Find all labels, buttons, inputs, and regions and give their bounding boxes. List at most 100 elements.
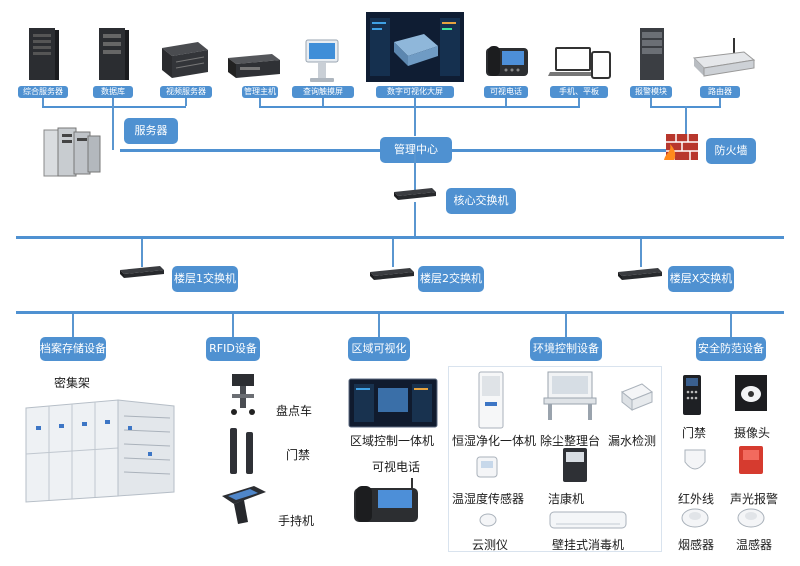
connector-line [392, 239, 394, 267]
connector-line [414, 106, 416, 136]
connector-line [232, 314, 234, 338]
connector-line [650, 98, 652, 106]
device-label-phone-tablet: 手机、平板 [550, 86, 608, 98]
video-server-icon [162, 42, 208, 78]
core-switch-label: 核心交换机 [446, 188, 516, 214]
heat-detector-icon [737, 508, 765, 528]
center-group-bus [259, 106, 580, 108]
device-label-database: 数据库 [93, 86, 133, 98]
category-security: 安全防范设备 [696, 337, 766, 361]
rfid-gate-icon [230, 428, 253, 474]
item-area-control-terminal: 区域控制一体机 [350, 434, 435, 448]
alarm-module-icon [640, 28, 664, 80]
floor-switch-x-label: 楼层X交换机 [668, 266, 734, 292]
video-phone-icon [354, 478, 418, 522]
connector-line [112, 106, 114, 150]
item-inventory-cart: 盘点车 [276, 404, 313, 418]
connector-line [414, 152, 416, 192]
connector-line [578, 98, 580, 106]
floor-switch-2-icon [370, 268, 414, 280]
device-label-router: 路由器 [700, 86, 740, 98]
connector-line [719, 98, 721, 106]
floor-switch-x-icon [618, 268, 662, 280]
item-humidity-purifier: 恒湿净化一体机 [452, 434, 537, 448]
item-camera: 摄像头 [734, 426, 771, 440]
server-cluster-icon [43, 127, 101, 177]
connector-line [414, 98, 416, 106]
device-label-query-touchscreen: 查询触摸屏 [292, 86, 354, 98]
smoke-detector-icon [681, 508, 709, 528]
item-water-leak-detection: 漏水检测 [608, 434, 657, 448]
water-leak-detector-icon [621, 383, 653, 412]
compact-shelving-icon [25, 399, 175, 503]
video-phone-icon [486, 46, 528, 76]
dashboard-screen-icon [366, 12, 464, 82]
connector-line [42, 98, 44, 106]
connector-line [505, 98, 507, 106]
item-heat-detector: 温感器 [736, 538, 773, 552]
inventory-cart-icon [231, 374, 255, 415]
item-rfid-gate: 门禁 [286, 448, 311, 462]
area-control-terminal-icon [348, 378, 438, 428]
item-smoke-detector: 烟感器 [678, 538, 715, 552]
item-dust-cleaning-table: 除尘整理台 [540, 434, 601, 448]
connector-line [259, 98, 261, 106]
server-label: 服务器 [124, 118, 178, 144]
category-archive-storage: 档案存储设备 [40, 337, 106, 361]
rack-host-icon [228, 54, 280, 78]
device-label-alarm-module: 报警模块 [630, 86, 672, 98]
floor-switch-1-label: 楼层1交换机 [172, 266, 238, 292]
device-label-data-visualization-screen: 数字可视化大屏 [376, 86, 454, 98]
item-air-cleaner: 洁康机 [548, 492, 585, 506]
floor-switch-1-icon [120, 266, 164, 278]
laptop-tablet-icon [548, 47, 611, 79]
connector-line [141, 239, 143, 267]
item-handheld-reader: 手持机 [278, 514, 315, 528]
item-access-control: 门禁 [682, 426, 707, 440]
temp-humidity-sensor-icon [476, 456, 498, 478]
device-label-video-server: 视频服务器 [160, 86, 212, 98]
core-switch-icon [394, 188, 436, 200]
air-cleaner-icon [563, 448, 587, 482]
floor-switch-2-label: 楼层2交换机 [418, 266, 484, 292]
item-video-phone: 可视电话 [372, 460, 421, 474]
access-control-keypad-icon [683, 375, 701, 415]
firewall-label: 防火墙 [706, 138, 756, 164]
connector-line [112, 98, 114, 106]
device-label-management-host: 管理主机 [242, 86, 278, 98]
item-infrared: 红外线 [678, 492, 715, 506]
item-cloud-meter: 云测仪 [472, 538, 509, 552]
connector-line [72, 314, 74, 338]
category-rfid: RFID设备 [206, 337, 260, 361]
firewall-icon [664, 134, 698, 160]
item-temp-humidity-sensor: 温湿度传感器 [452, 492, 525, 506]
audible-visual-alarm-icon [739, 446, 763, 474]
device-label-video-phone: 可视电话 [484, 86, 528, 98]
cloud-meter-icon [479, 513, 497, 527]
camera-icon [735, 375, 767, 411]
item-compact-shelving: 密集架 [54, 376, 91, 390]
device-label-comprehensive-server: 综合服务器 [18, 86, 68, 98]
category-environment-control: 环境控制设备 [530, 337, 602, 361]
wall-sterilizer-icon [549, 511, 627, 529]
distribution-backbone-line [16, 236, 784, 239]
connector-line [730, 314, 732, 338]
category-area-visualization: 区域可视化 [348, 337, 410, 361]
item-audible-visual-alarm: 声光报警 [730, 492, 779, 506]
connector-line [640, 239, 642, 267]
router-icon [692, 38, 756, 77]
connector-line [565, 314, 567, 338]
kiosk-icon [305, 39, 339, 82]
dust-cleaning-table-icon [543, 371, 597, 420]
connector-line [685, 106, 687, 150]
handheld-reader-icon [222, 486, 266, 524]
connector-line [322, 98, 324, 106]
connector-line [378, 314, 380, 338]
server-tower-icon [29, 28, 59, 80]
management-center-label: 管理中心 [380, 137, 452, 163]
humidity-purifier-icon [478, 371, 504, 429]
infrared-detector-icon [684, 449, 706, 470]
connector-line [414, 202, 416, 236]
access-backbone-line [16, 311, 784, 314]
connector-line [185, 98, 187, 106]
